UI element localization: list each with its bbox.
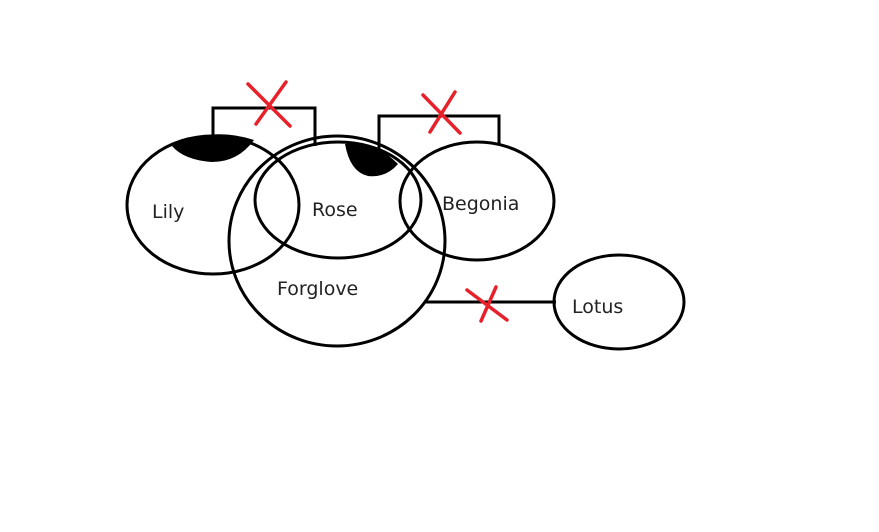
lily-cap-fill [172, 134, 254, 162]
set-lotus [552, 253, 686, 351]
rose-cap-fill [345, 142, 398, 177]
label-lily: Lily [152, 201, 184, 223]
cross-rose-begonia [421, 90, 462, 135]
cross-lily-rose [246, 80, 292, 128]
label-lotus: Lotus [572, 296, 623, 318]
set-rose [253, 140, 423, 260]
label-rose: Rose [312, 199, 358, 221]
set-lily [125, 134, 301, 276]
cross-forglove-lotus [465, 285, 509, 323]
label-forglove: Forglove [277, 278, 358, 300]
set-begonia [398, 140, 556, 262]
label-begonia: Begonia [442, 193, 519, 215]
lily-rose-connector [211, 106, 317, 146]
set-forglove [227, 134, 447, 348]
